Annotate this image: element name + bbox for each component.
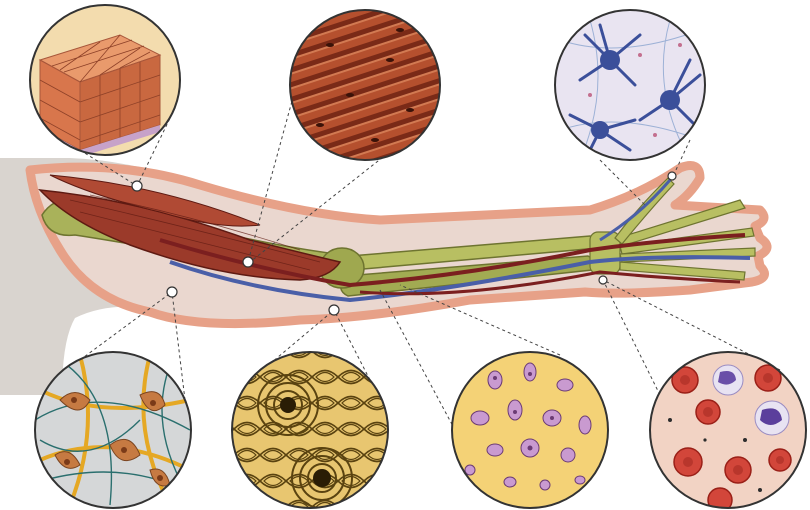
marker-bone xyxy=(329,305,339,315)
nervous-tissue-inset xyxy=(555,10,705,160)
compact-bone-tissue-inset xyxy=(232,352,388,508)
loose-connective-tissue-inset xyxy=(35,352,191,508)
marker-nervous xyxy=(668,172,676,180)
blood-tissue-inset xyxy=(650,352,806,510)
marker-epithelial xyxy=(132,181,142,191)
epithelial-tissue-inset xyxy=(30,5,180,157)
marker-blood xyxy=(599,276,607,284)
skeletal-muscle-tissue-inset xyxy=(290,10,440,160)
marker-muscle xyxy=(243,257,253,267)
cartilage-tissue-inset xyxy=(452,352,608,508)
marker-connective xyxy=(167,287,177,297)
